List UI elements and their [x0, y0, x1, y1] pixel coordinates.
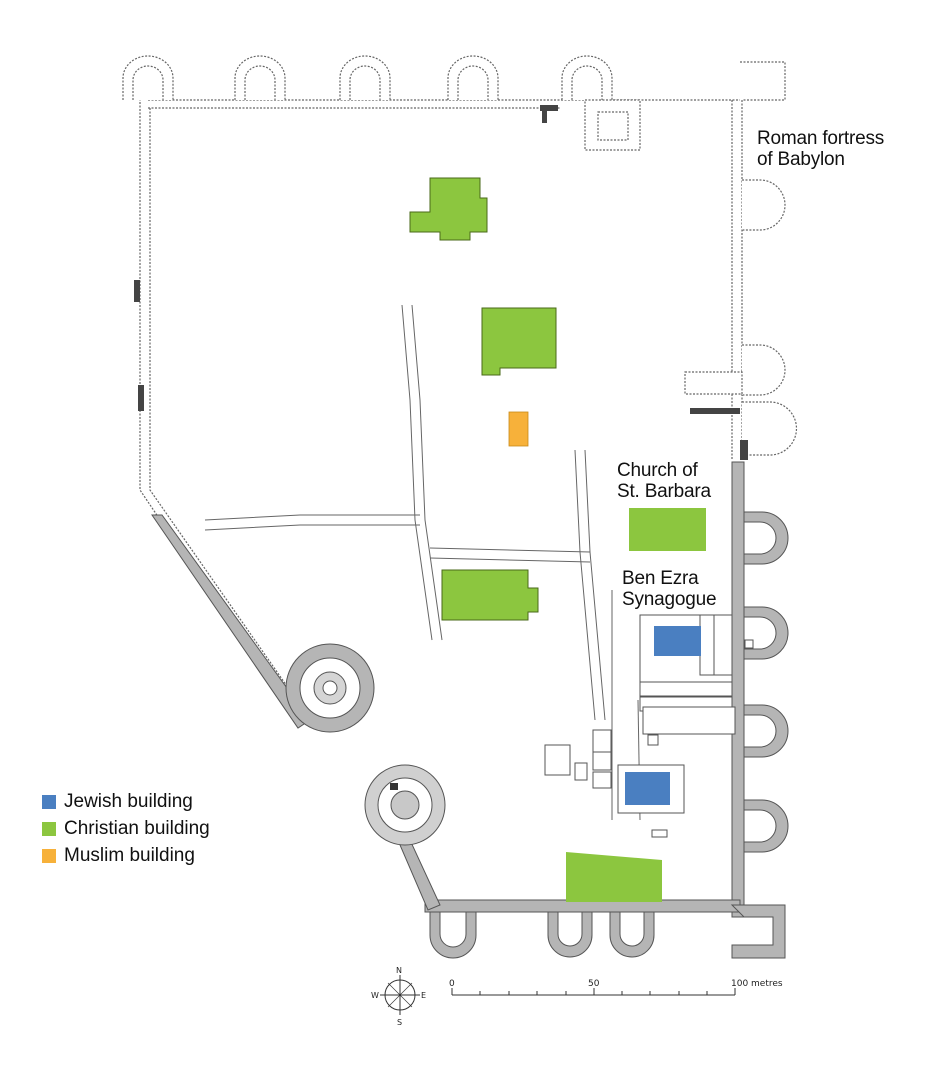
christian-building-west — [441, 569, 539, 621]
label-ben-ezra-synagogue: Ben Ezra Synagogue — [622, 568, 717, 610]
legend-swatch-jewish — [42, 794, 56, 809]
legend-swatch-muslim — [42, 848, 56, 863]
compass-n: N — [396, 966, 402, 975]
south-towers — [429, 911, 655, 959]
legend-item-jewish: Jewish building — [42, 788, 210, 815]
wall-fragments — [134, 105, 748, 460]
christian-building-south — [566, 852, 662, 902]
scale-bar: 0 50 100 metres — [449, 979, 783, 996]
label-roman-fortress-line2: of Babylon — [757, 149, 845, 170]
scale-tick-50: 50 — [588, 979, 600, 989]
scale-tick-0: 0 — [449, 979, 455, 989]
legend-label-muslim: Muslim building — [64, 844, 195, 866]
christian-building-central — [481, 307, 557, 376]
ben-ezra-synagogue-building — [654, 626, 701, 656]
round-tower-south — [364, 764, 446, 846]
label-church-line1: Church of — [617, 460, 698, 481]
east-towers — [743, 511, 789, 853]
label-church-line2: St. Barbara — [617, 481, 711, 502]
jewish-building-south — [625, 772, 670, 805]
christian-building-north — [409, 177, 488, 241]
church-st-barbara-building — [629, 508, 706, 551]
round-tower-west — [285, 643, 375, 733]
label-synagogue-line2: Synagogue — [622, 589, 717, 610]
legend-item-christian: Christian building — [42, 815, 210, 842]
label-church-st-barbara: Church of St. Barbara — [617, 460, 711, 502]
legend-item-muslim: Muslim building — [42, 842, 210, 869]
compass-s: S — [397, 1018, 402, 1027]
fortress-heavy-walls — [151, 461, 786, 959]
streets — [204, 304, 641, 821]
legend-swatch-christian — [42, 821, 56, 836]
label-synagogue-line1: Ben Ezra — [622, 568, 699, 589]
legend-label-christian: Christian building — [64, 817, 210, 839]
compass-e: E — [421, 991, 426, 1000]
muslim-building — [508, 411, 529, 447]
legend-label-jewish: Jewish building — [64, 790, 193, 812]
legend: Jewish building Christian building Musli… — [42, 788, 210, 869]
label-roman-fortress-line1: Roman fortress — [757, 128, 885, 149]
label-roman-fortress: Roman fortress of Babylon — [757, 128, 884, 170]
north-towers — [122, 55, 798, 456]
compass-w: W — [371, 991, 379, 1000]
scale-tick-100: 100 metres — [731, 979, 783, 989]
compass-rose-icon: N S E W — [371, 966, 426, 1027]
